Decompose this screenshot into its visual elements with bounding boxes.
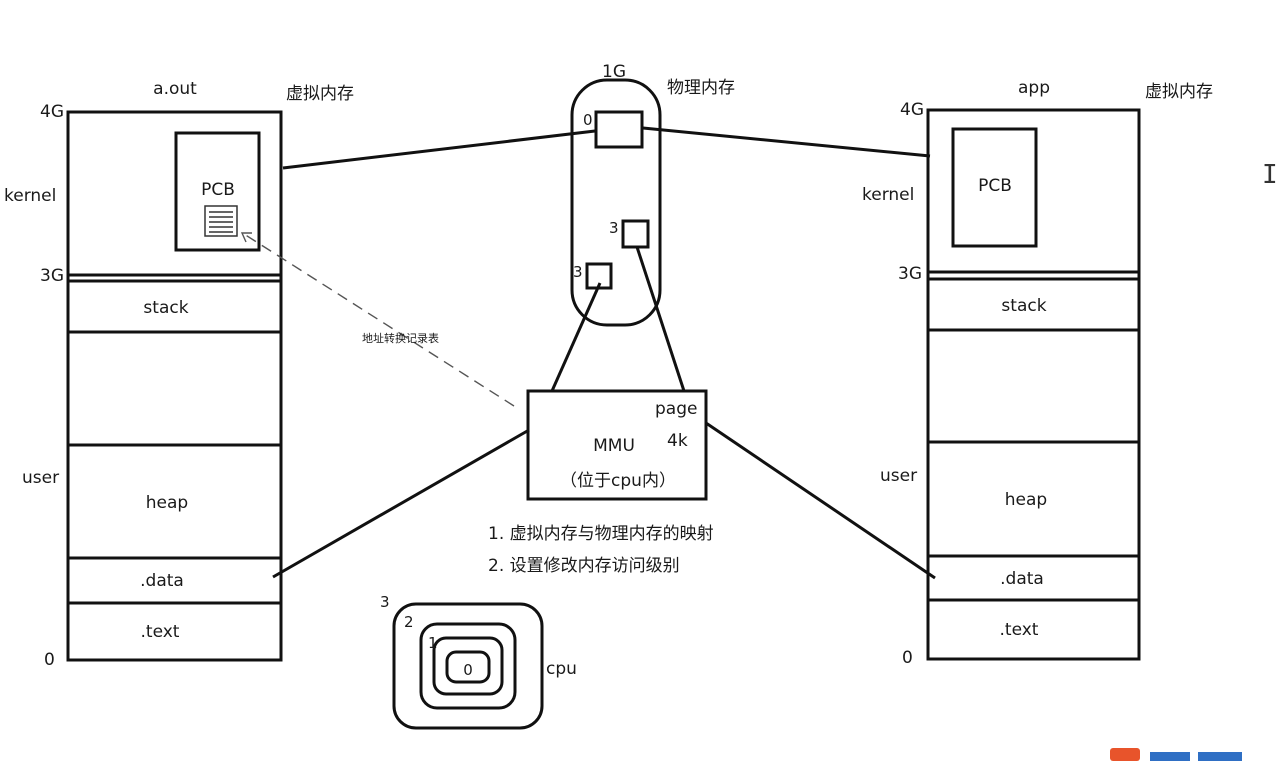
page-table-arrow [240, 232, 515, 407]
cpu-ring-1 [432, 636, 504, 696]
right-text-label: .text [999, 620, 1039, 640]
mmu-function-2: 2. 设置修改内存访问级别 [488, 556, 680, 576]
left-text-label: .text [140, 622, 180, 642]
left-pcb-label: PCB [201, 180, 235, 200]
left-virtual-label: 虚拟内存 [286, 84, 354, 104]
mmu-to-right-data [705, 421, 936, 580]
page-table-annotation: 地址转换记录表 [362, 332, 439, 345]
left-data-label: .data [140, 571, 184, 591]
left-pcb-box [174, 131, 261, 252]
mmu-page-label: page [655, 399, 698, 419]
phys-title: 物理内存 [667, 78, 735, 98]
cpu-ring-2 [419, 622, 517, 710]
left-memory-column [66, 110, 283, 662]
phys-page-0 [594, 110, 644, 149]
right-virtual-label: 虚拟内存 [1145, 82, 1213, 102]
right-kernel-label: kernel [862, 185, 915, 205]
right-addr-3g: 3G [898, 264, 922, 284]
right-memory-column [926, 108, 1141, 661]
mmu-to-phys-3b [550, 282, 602, 392]
cpu-ring-0 [445, 650, 491, 684]
right-user-label: user [880, 466, 918, 486]
right-heap-label: heap [1004, 490, 1048, 510]
mmu-page-size: 4k [667, 431, 688, 451]
text-cursor-icon: I [1262, 160, 1278, 190]
mmu-location: （位于cpu内） [560, 471, 676, 491]
phys-to-right-pcb [642, 126, 931, 158]
mmu-to-left-data [272, 428, 530, 579]
phys-size-label: 1G [602, 62, 626, 82]
mmu-title: MMU [593, 436, 635, 456]
page-table-icon [204, 205, 238, 237]
right-title: app [1018, 78, 1050, 98]
phys-page-3a [621, 219, 650, 249]
left-title: a.out [153, 79, 197, 99]
left-addr-3g: 3G [40, 266, 64, 286]
right-pcb-label: PCB [978, 176, 1012, 196]
left-heap-label: heap [145, 493, 189, 513]
cpu-ring-label-2: 2 [404, 613, 414, 631]
mmu-function-1: 1. 虚拟内存与物理内存的映射 [488, 524, 714, 544]
left-addr-0: 0 [44, 650, 55, 670]
cpu-ring-label-3: 3 [380, 593, 390, 611]
left-addr-4g: 4G [40, 102, 64, 122]
phys-page-label-3a: 3 [609, 219, 619, 237]
mmu-box [526, 389, 708, 501]
phys-page-label-3b: 3 [573, 263, 583, 281]
cpu-ring-3 [392, 602, 544, 730]
right-data-label: .data [1000, 569, 1044, 589]
mmu-to-phys-3a [635, 246, 686, 392]
physical-memory [570, 78, 662, 327]
corner-logo-fragment [1110, 748, 1242, 761]
cpu-label: cpu [546, 659, 577, 679]
right-stack-label: stack [1001, 296, 1047, 316]
cpu-ring-label-0: 0 [463, 661, 473, 679]
left-kernel-label: kernel [4, 186, 57, 206]
phys-page-label-0: 0 [583, 111, 593, 129]
left-user-label: user [22, 468, 60, 488]
left-pcb-to-phys [282, 129, 596, 170]
right-pcb-box [951, 127, 1038, 248]
right-addr-0: 0 [902, 648, 913, 668]
right-addr-4g: 4G [900, 100, 924, 120]
cpu-ring-label-1: 1 [428, 634, 438, 652]
left-stack-label: stack [143, 298, 189, 318]
